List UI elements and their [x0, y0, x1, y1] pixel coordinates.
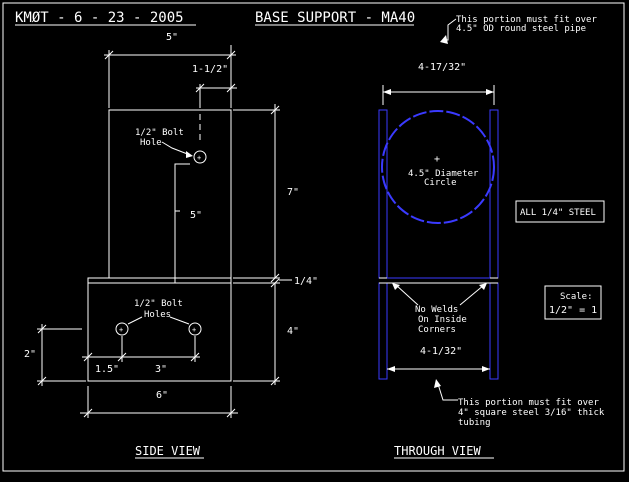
bolt-hole-top-arrowhead	[186, 151, 193, 158]
steel-note: ALL 1/4" STEEL	[520, 208, 596, 218]
dim5-tick-left	[104, 50, 114, 60]
through-circle-center: +	[434, 154, 440, 165]
bolt-hole-top-label1: 1/2" Bolt	[135, 128, 184, 138]
dim7-tick-top	[270, 105, 280, 115]
scale-box	[544, 285, 602, 320]
dimbot-arrow-left	[387, 366, 395, 372]
through-pipe-circle	[381, 110, 495, 224]
dim4-tick-bottom	[270, 376, 280, 386]
dimbot-arrow-right	[482, 366, 490, 372]
no-welds-2: On Inside	[418, 315, 467, 325]
side-bolt-hole-right	[188, 322, 202, 336]
dim7-label: 7"	[287, 187, 299, 198]
dim15b-label: 1.5"	[95, 364, 119, 375]
dim3-label: 3"	[155, 364, 167, 375]
note-bottom-line2: 4" square steel 3/16" thick	[458, 408, 605, 418]
dimtop-label: 4-17/32"	[418, 62, 466, 73]
bolt-holes-label2: Holes	[144, 310, 171, 320]
bolt-holes-leader-right	[169, 316, 190, 325]
dim2-label: 2"	[24, 349, 36, 360]
note-bottom-leader	[437, 383, 458, 401]
dim6-label: 6"	[156, 390, 168, 401]
dim6-tick-left	[83, 408, 93, 418]
note-top-line2: 4.5" OD round steel pipe	[456, 24, 586, 34]
note-top-arrowhead	[440, 35, 448, 44]
note-bottom-line3: tubing	[458, 418, 491, 428]
dim5v-label: 5"	[190, 210, 202, 221]
no-welds-arrow-left	[392, 283, 400, 290]
dim6-tick-right	[226, 408, 236, 418]
drawing-title: BASE SUPPORT - MA40	[255, 10, 415, 26]
dim5-label: 5"	[166, 32, 178, 43]
side-lower-plate	[87, 277, 232, 382]
dim15-tick-left	[195, 83, 205, 93]
no-welds-leader-right	[459, 284, 485, 306]
bolt-hole-top-label2: Hole	[140, 138, 162, 148]
no-welds-1: No Welds	[415, 305, 458, 315]
dimbot-label: 4-1/32"	[420, 346, 462, 357]
steel-note-box	[515, 200, 605, 223]
dim5-tick-right	[226, 50, 236, 60]
side-bolt-hole-left-cross: +	[119, 326, 123, 334]
through-view-label: THROUGH VIEW	[394, 444, 481, 458]
dim15b-tick-left	[83, 352, 93, 362]
no-welds-arrow-right	[479, 283, 487, 290]
no-welds-leader-left	[395, 284, 419, 306]
circle-label2: Circle	[424, 178, 457, 188]
bolt-holes-label1: 1/2" Bolt	[134, 299, 183, 309]
dimq-tick-top	[270, 273, 280, 283]
dim3-tick-right	[190, 352, 200, 362]
side-view-label: SIDE VIEW	[135, 444, 201, 458]
scale-value: 1/2" = 1	[549, 305, 597, 316]
bolt-hole-top-leader	[161, 141, 191, 156]
dim3-tick-left	[117, 352, 127, 362]
through-right-upper-plate	[489, 109, 499, 279]
through-right-lower-plate	[489, 282, 499, 380]
side-bolt-hole-right-cross: +	[192, 326, 196, 334]
side-bolt-hole-left	[115, 322, 129, 336]
dimtop-arrow-right	[486, 89, 494, 95]
note-bottom-line1: This portion must fit over	[458, 398, 599, 408]
note-top-line1: This portion must fit over	[456, 15, 597, 25]
note-bottom-arrowhead	[434, 379, 441, 388]
dim15-tick-right	[226, 83, 236, 93]
through-left-upper-plate	[378, 109, 388, 279]
side-bolt-hole-top	[193, 150, 207, 164]
dim5v-line	[174, 163, 190, 283]
dim15-label: 1-1/2"	[192, 64, 228, 75]
circle-label1: 4.5" Diameter	[408, 169, 479, 179]
no-welds-3: Corners	[418, 325, 456, 335]
scale-label: Scale:	[560, 292, 593, 302]
dim2-tick-top	[37, 324, 47, 334]
dim2-tick-bottom	[37, 376, 47, 386]
bolt-holes-leader-left	[127, 316, 143, 325]
part-code: KMØT - 6 - 23 - 2005	[15, 10, 184, 26]
drawing-border	[2, 2, 625, 472]
side-bolt-hole-top-cross: +	[197, 154, 201, 162]
through-left-lower-plate	[378, 282, 388, 380]
dim4-label: 4"	[287, 326, 299, 337]
dimq-label: 1/4"	[294, 276, 318, 287]
dimtop-arrow-left	[383, 89, 391, 95]
